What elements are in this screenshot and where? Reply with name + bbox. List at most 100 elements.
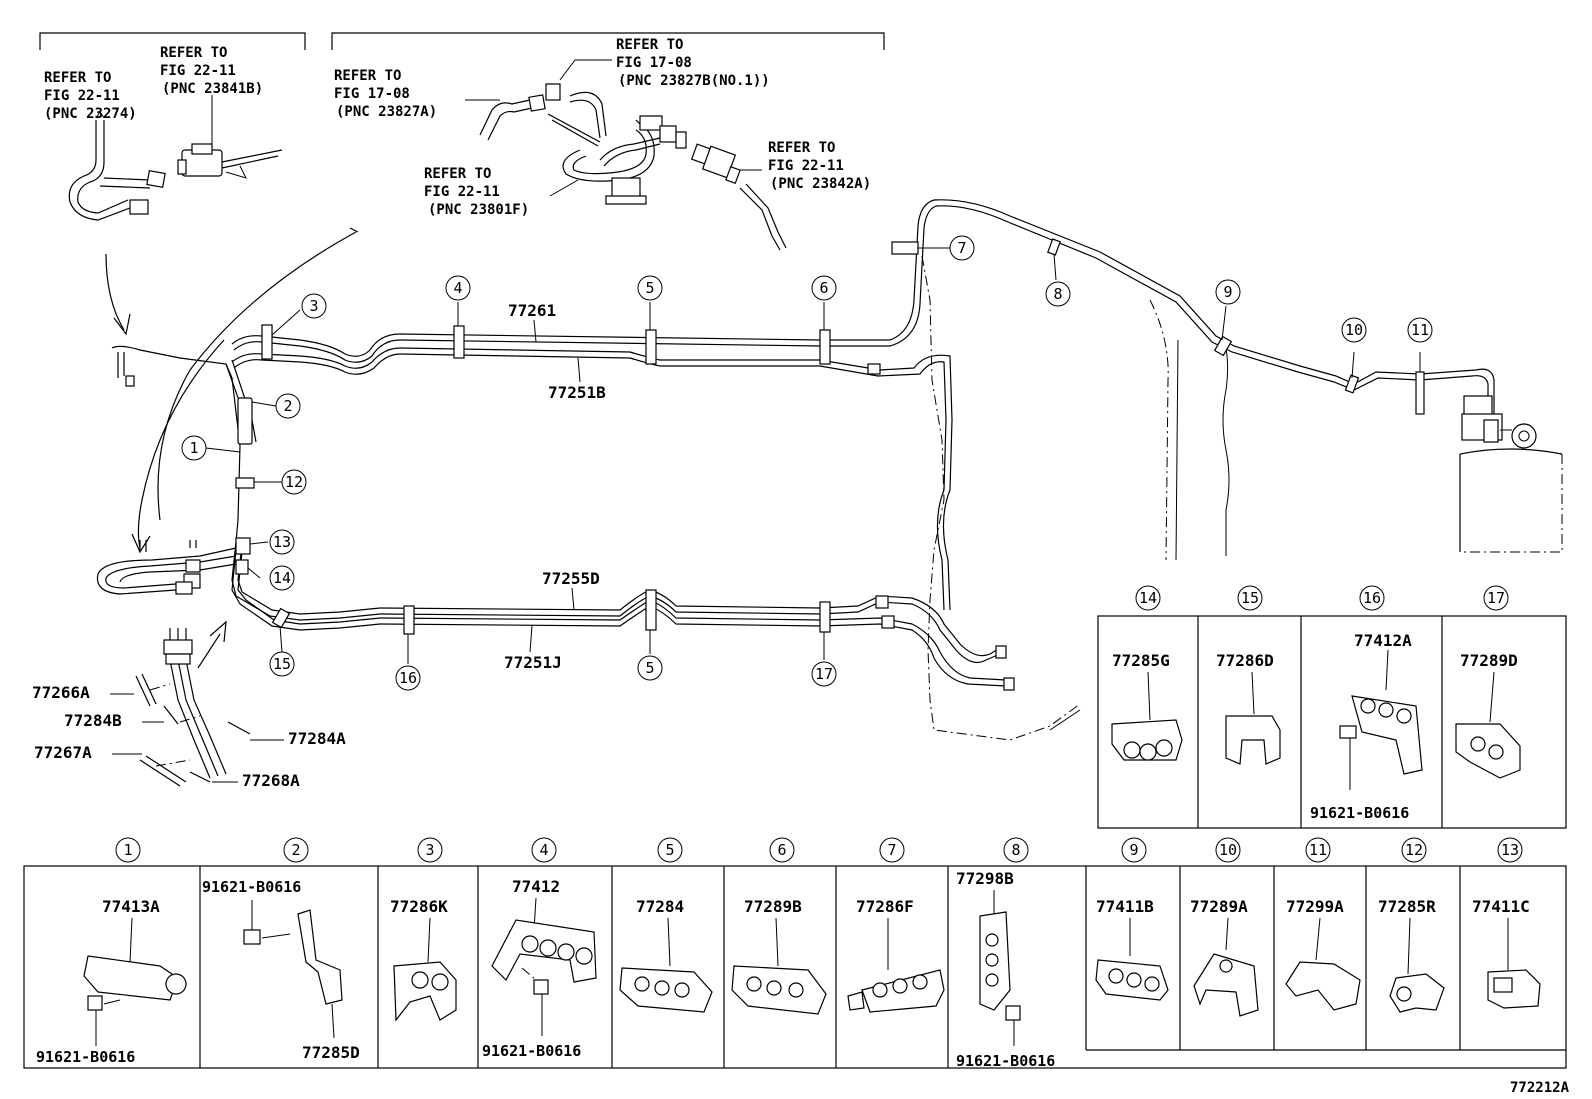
svg-text:91621-B0616: 91621-B0616 — [1310, 804, 1409, 822]
clamp-12 — [235, 477, 255, 489]
svg-text:77285D: 77285D — [302, 1043, 360, 1062]
callout-15: 15 — [269, 651, 295, 677]
svg-text:91621-B0616: 91621-B0616 — [36, 1048, 135, 1066]
svg-text:REFER TO: REFER TO — [160, 45, 227, 61]
callout-6: 6 — [811, 275, 837, 301]
refer-note-23842a: REFER TO FIG 22-11 (PNC 23842A) — [768, 140, 871, 192]
svg-text:REFER TO: REFER TO — [616, 37, 683, 53]
svg-text:17: 17 — [815, 665, 833, 683]
hose-23827b — [545, 59, 612, 147]
svg-text:(PNC 23274): (PNC 23274) — [44, 106, 137, 122]
bottom-cell-12: 12 77285R — [1378, 837, 1445, 1013]
tube-77251j — [231, 549, 1007, 687]
bottom-cell-8: 8 77298B 91621-B0616 — [956, 837, 1055, 1070]
body-outline-arc — [157, 231, 357, 521]
svg-text:14: 14 — [273, 569, 291, 587]
svg-text:13: 13 — [1501, 841, 1519, 859]
hose-23274 — [68, 111, 166, 221]
right-cell-14: 14 77285G — [1111, 585, 1183, 761]
svg-text:5: 5 — [645, 659, 654, 677]
callout-10: 10 — [1341, 317, 1367, 343]
label-77266a: 77266A — [32, 683, 90, 702]
clamp-6 — [819, 329, 831, 365]
svg-text:12: 12 — [1405, 841, 1423, 859]
svg-text:10: 10 — [1345, 321, 1363, 339]
label-77284b: 77284B — [64, 711, 122, 730]
svg-text:77412A: 77412A — [1354, 631, 1412, 650]
svg-text:77411B: 77411B — [1096, 897, 1154, 916]
bottom-cell-2: 2 91621-B0616 77285D — [202, 837, 360, 1062]
label-77267a: 77267A — [34, 743, 92, 762]
callout-13: 13 — [269, 529, 295, 555]
clamp-4 — [453, 325, 465, 359]
clamp-7 — [891, 241, 919, 255]
bottom-cell-13: 13 77411C — [1472, 837, 1541, 1009]
svg-text:17: 17 — [1487, 589, 1505, 607]
svg-text:77298B: 77298B — [956, 869, 1014, 888]
bracket-center — [331, 32, 885, 50]
callout-16: 16 — [395, 665, 421, 691]
label-77261: 77261 — [508, 301, 556, 320]
bottom-cell-3: 3 77286K — [390, 837, 457, 1022]
label-77255d: 77255D — [542, 569, 600, 588]
svg-text:6: 6 — [777, 841, 786, 859]
callout-11: 11 — [1407, 317, 1433, 343]
svg-text:FIG 22-11: FIG 22-11 — [160, 63, 236, 79]
bottom-cell-1: 1 77413A 91621-B0616 — [36, 837, 187, 1066]
bottom-cell-4: 4 77412 91621-B0616 — [482, 837, 597, 1060]
svg-text:1: 1 — [123, 841, 132, 859]
svg-text:(PNC 23801F): (PNC 23801F) — [428, 202, 529, 218]
svg-text:3: 3 — [425, 841, 434, 859]
svg-text:4: 4 — [539, 841, 548, 859]
refer-note-23801f: REFER TO FIG 22-11 (PNC 23801F) — [424, 166, 529, 218]
svg-text:15: 15 — [273, 655, 291, 673]
clamp-8 — [1047, 238, 1061, 256]
svg-text:REFER TO: REFER TO — [334, 68, 401, 84]
clamp-3 — [261, 324, 273, 360]
tube-77251b — [231, 347, 953, 611]
svg-text:77289A: 77289A — [1190, 897, 1248, 916]
label-77284a: 77284A — [288, 729, 346, 748]
svg-text:77284: 77284 — [636, 897, 684, 916]
refer-note-23827b: REFER TO FIG 17-08 (PNC 23827B(NO.1)) — [616, 37, 770, 89]
svg-text:77286F: 77286F — [856, 897, 914, 916]
svg-text:11: 11 — [1309, 841, 1327, 859]
svg-text:FIG 22-11: FIG 22-11 — [44, 88, 120, 104]
svg-text:FIG 17-08: FIG 17-08 — [616, 55, 692, 71]
svg-text:(PNC 23842A): (PNC 23842A) — [770, 176, 871, 192]
right-cell-15: 15 77286D — [1216, 585, 1281, 765]
svg-text:REFER TO: REFER TO — [44, 70, 111, 86]
bracket-left — [39, 32, 306, 50]
bottom-cell-10: 10 77289A — [1190, 837, 1259, 1017]
svg-text:77413A: 77413A — [102, 897, 160, 916]
valve-23841b — [177, 95, 283, 179]
svg-text:(PNC 23827A): (PNC 23827A) — [336, 104, 437, 120]
svg-text:10: 10 — [1219, 841, 1237, 859]
right-cell-17: 17 77289D — [1455, 585, 1521, 779]
clamp-5-lower — [645, 589, 657, 631]
svg-text:REFER TO: REFER TO — [768, 140, 835, 156]
callout-3: 3 — [301, 293, 327, 319]
svg-text:5: 5 — [665, 841, 674, 859]
svg-text:77286D: 77286D — [1216, 651, 1274, 670]
svg-text:(PNC 23827B(NO.1)): (PNC 23827B(NO.1)) — [618, 73, 770, 89]
clamp-17 — [819, 601, 831, 633]
svg-text:15: 15 — [1241, 589, 1259, 607]
svg-text:7: 7 — [957, 239, 966, 257]
arrow-down-icon — [105, 253, 131, 336]
bottom-cell-5: 5 77284 — [619, 837, 713, 1013]
svg-text:91621-B0616: 91621-B0616 — [482, 1042, 581, 1060]
svg-text:77411C: 77411C — [1472, 897, 1530, 916]
clamp-13 — [235, 537, 251, 555]
clamp-5-upper — [645, 329, 657, 365]
body-dash-line — [921, 255, 1081, 741]
callout-14: 14 — [269, 565, 295, 591]
callout-7: 7 — [949, 235, 975, 261]
callout-1: 1 — [181, 435, 207, 461]
clamp-11 — [1415, 371, 1425, 415]
svg-text:4: 4 — [453, 279, 462, 297]
svg-text:FIG 22-11: FIG 22-11 — [768, 158, 844, 174]
svg-text:8: 8 — [1053, 285, 1062, 303]
svg-text:77299A: 77299A — [1286, 897, 1344, 916]
